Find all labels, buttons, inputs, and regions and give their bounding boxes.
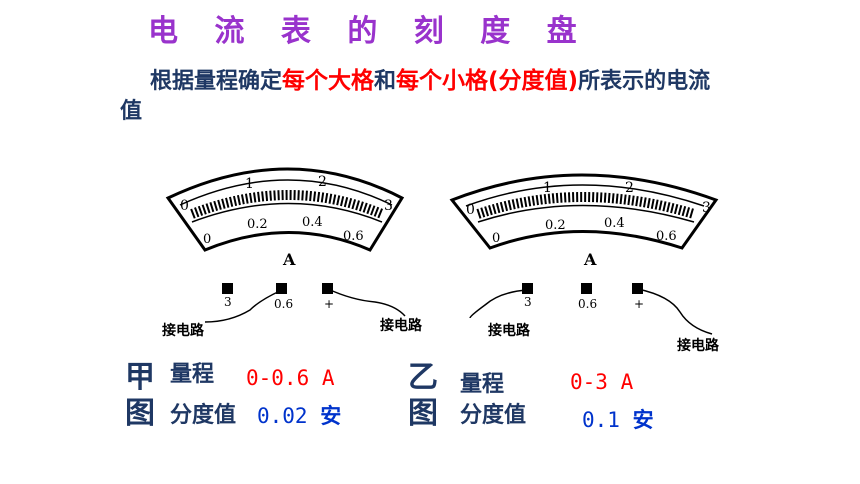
meter-face [449,173,719,250]
intro-text: 根据量程确定每个大格和每个小格(分度值)所表示的电流值 [120,66,720,127]
terminal-plus [322,283,333,294]
wire-right [327,288,406,317]
panel-yi-division-number: 0.1 [582,408,620,432]
ammeter-yi: 0 1 2 3 0 0.2 0.4 0.6 A 3 0.6 + 接电路 接电路 [449,173,720,354]
ammeter-jia: 0 1 2 3 0 0.2 0.4 0.6 A 3 0.6 + 接电路 接电路 [162,167,423,339]
scale-band [190,190,384,219]
panel-yi-division-value: 0.1 安 [582,404,654,434]
top-tick-1: 1 [245,176,254,192]
panel-jia-name-char1: 甲 [125,360,155,395]
terminal-label-3: 3 [224,295,232,309]
bottom-tick-1: 0.2 [545,218,566,233]
meter-inner-arc [465,184,705,207]
top-tick-3: 3 [384,198,393,214]
panel-jia-range-value: 0-0.6 A [246,366,335,390]
top-tick-0: 0 [180,198,189,214]
bottom-tick-0: 0 [203,232,211,247]
terminal-3 [222,283,233,294]
meter-inner-arc [179,179,393,206]
panel-jia-division-number: 0.02 [257,404,308,428]
panel-yi-range-value: 0-3 A [570,370,634,394]
intro-highlight-major: 每个大格 [282,68,375,94]
bottom-tick-0: 0 [492,231,500,246]
unit-label: A [583,250,597,269]
panel-yi-name-char2: 图 [408,396,438,431]
unit-label: A [282,250,296,269]
panel-jia-division-label: 分度值 [170,403,237,428]
top-tick-0: 0 [466,202,475,218]
terminal-label-plus: + [324,297,334,311]
bottom-tick-1: 0.2 [247,217,268,232]
intro-part3: 和 [374,69,397,94]
panel-jia-division-unit: 安 [320,404,342,428]
meter-face [165,167,405,252]
bottom-tick-2: 0.4 [604,216,625,231]
terminal-label-plus: + [634,297,644,311]
intro-highlight-minor: 每个小格(分度值) [396,68,579,94]
wire-left [469,289,528,319]
bottom-tick-2: 0.4 [302,215,323,230]
panel-jia-division-value: 0.02 安 [257,400,341,430]
wire-right [637,288,713,335]
wire-label-left: 接电路 [488,322,531,339]
panel-yi-name-char1: 乙 [408,360,438,395]
bottom-tick-3: 0.6 [343,229,364,244]
slide-title: 电 流 表 的 刻 度 盘 [148,14,590,49]
wire-label-right: 接电路 [380,317,423,334]
scale-band-edge [477,204,695,223]
panel-yi-division-label: 分度值 [460,403,527,428]
top-tick-2: 2 [625,180,634,196]
intro-part1: 根据量程确定 [150,69,283,94]
panel-yi-division-unit: 安 [632,408,654,432]
terminal-plus [632,283,643,294]
terminal-0.6 [581,283,592,294]
wire-label-left: 接电路 [162,322,205,339]
intro-part5: 所表示的电流值 [120,69,711,124]
terminal-label-3: 3 [524,295,532,309]
terminal-label-0.6: 0.6 [578,297,597,311]
wire-left [204,289,283,323]
top-tick-3: 3 [702,200,711,216]
terminal-label-0.6: 0.6 [274,297,293,311]
wire-label-right: 接电路 [677,337,720,354]
panel-jia-name-char2: 图 [125,396,155,431]
terminal-0.6 [276,283,287,294]
top-tick-2: 2 [318,174,327,190]
terminal-3 [522,283,533,294]
panel-jia-range-label: 量程 [170,362,215,387]
top-tick-1: 1 [543,180,552,196]
bottom-tick-3: 0.6 [656,229,677,244]
scale-band-edge [191,202,383,223]
panel-yi-range-label: 量程 [460,372,505,397]
